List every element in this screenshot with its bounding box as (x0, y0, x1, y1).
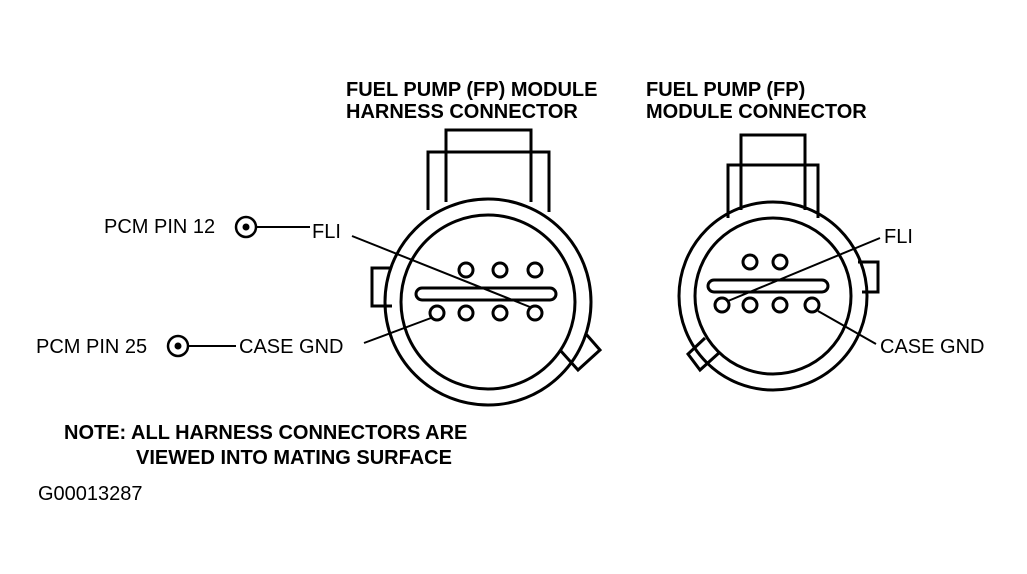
harness-pin-case-gnd (428, 304, 446, 322)
module-latch-inner (739, 133, 807, 210)
module-connector-title-line2: MODULE CONNECTOR (646, 101, 867, 123)
harness-pin (457, 261, 475, 279)
harness-pin (491, 261, 509, 279)
harness-pin (457, 304, 475, 322)
harness-case-gnd-label: CASE GND (239, 336, 343, 358)
module-fli-leader (727, 237, 881, 302)
module-left-notch (685, 336, 722, 373)
harness-pin-fli (526, 304, 544, 322)
harness-right-notch (558, 333, 603, 373)
module-pin-fli (713, 296, 731, 314)
harness-body-inner (399, 213, 577, 391)
module-case-gnd-leader (817, 310, 877, 345)
pcm-pin-25-dot (174, 342, 182, 350)
module-body-inner (693, 216, 853, 376)
harness-pin (526, 261, 544, 279)
module-body-outer (677, 200, 869, 392)
harness-connector (351, 128, 603, 407)
module-pin (771, 253, 789, 271)
module-connector-title-line1: FUEL PUMP (FP) (646, 79, 805, 101)
note-line1: NOTE: ALL HARNESS CONNECTORS ARE (64, 422, 467, 444)
module-pin (771, 296, 789, 314)
harness-bar (414, 286, 558, 302)
module-connector (677, 133, 881, 392)
module-pin (741, 253, 759, 271)
harness-left-key (370, 266, 392, 308)
pcm-pin-25-label: PCM PIN 25 (36, 336, 147, 358)
pcm-pin-12-terminal (234, 215, 310, 239)
note-line2: VIEWED INTO MATING SURFACE (136, 447, 452, 469)
harness-fli-leader (351, 235, 531, 308)
module-latch-outer (726, 163, 820, 218)
harness-fli-label: FLI (312, 221, 341, 243)
pcm-pin-12-label: PCM PIN 12 (104, 216, 215, 238)
harness-latch-inner (444, 128, 533, 202)
harness-case-gnd-leader (363, 317, 432, 344)
figure-id: G00013287 (38, 483, 143, 505)
harness-connector-title-line2: HARNESS CONNECTOR (346, 101, 578, 123)
module-fli-label: FLI (884, 226, 913, 248)
harness-connector-title-line1: FUEL PUMP (FP) MODULE (346, 79, 597, 101)
module-right-key (858, 260, 880, 294)
module-bar (706, 278, 830, 294)
module-case-gnd-label: CASE GND (880, 336, 984, 358)
harness-pin (491, 304, 509, 322)
harness-latch-outer (426, 150, 551, 212)
pcm-pin-12-dot (242, 223, 250, 231)
module-pin (741, 296, 759, 314)
harness-body-outer (383, 197, 593, 407)
module-pin-case-gnd (803, 296, 821, 314)
pcm-pin-25-terminal (166, 334, 236, 358)
